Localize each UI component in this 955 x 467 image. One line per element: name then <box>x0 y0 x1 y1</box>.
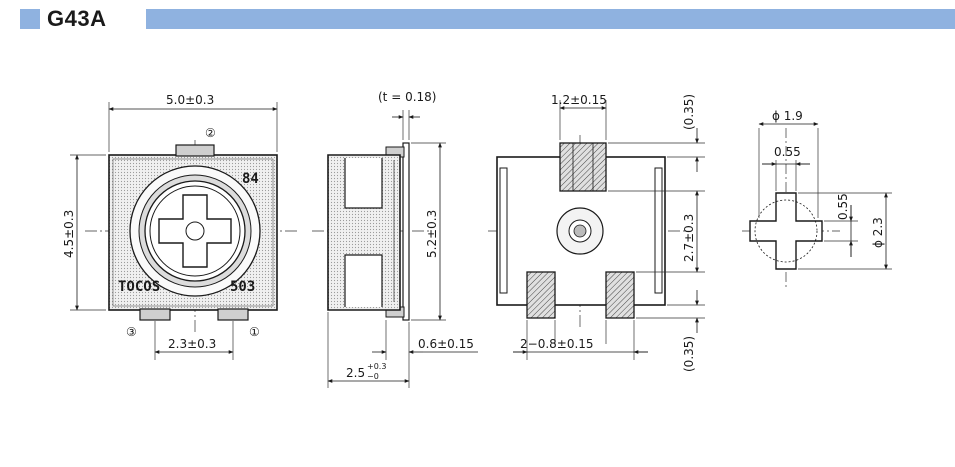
dim-front-width: 5.0±0.3 <box>166 93 214 107</box>
dim-pin-pitch: 2.3±0.3 <box>168 337 216 351</box>
dim-back-bottom-terminals: 2−0.8±0.15 <box>520 337 594 351</box>
side-view: (t = 0.18) 5.2±0.3 0.6±0.15 2.5 +0.3 −0 <box>312 90 478 388</box>
front-right-terminal <box>217 308 249 321</box>
dim-back-top-terminal: 1.2±0.15 <box>551 93 607 107</box>
marking-brand: TOCOS <box>118 279 160 295</box>
shaft-cross <box>749 192 823 270</box>
dim-shaft-slot-width: 0.55 <box>774 145 801 159</box>
dim-side-depth-tol-minus: −0 <box>367 372 379 381</box>
dim-side-depth-tol-plus: +0.3 <box>367 362 386 371</box>
dim-back-top-gap: (0.35) <box>682 94 696 130</box>
back-top-terminal <box>559 142 607 192</box>
dim-side-depth: 2.5 <box>346 366 365 380</box>
back-left-terminal <box>526 271 556 319</box>
dim-side-thickness: (t = 0.18) <box>378 90 436 104</box>
header-square <box>20 9 40 29</box>
back-view: 1.2±0.15 (0.35) 2.7±0.3 (0.35) 2−0.8±0.1… <box>488 93 705 372</box>
front-top-terminal <box>175 144 215 157</box>
front-view: 84 TOCOS 503 ② ③ ① 5.0±0.3 4.5±0.3 2.3±0… <box>62 93 300 360</box>
side-lead-plate <box>402 142 410 321</box>
dim-back-center: 2.7±0.3 <box>682 214 696 262</box>
back-right-terminal <box>605 271 635 319</box>
dim-side-height: 5.2±0.3 <box>425 210 439 258</box>
dim-shaft-outer: ϕ 1.9 <box>772 109 803 123</box>
pin-label-right: ① <box>249 325 260 339</box>
dim-back-bottom-gap: (0.35) <box>682 336 696 372</box>
marking-value: 503 <box>230 279 255 295</box>
pin-label-top: ② <box>205 126 216 140</box>
header-bar <box>146 9 955 29</box>
shaft-view: ϕ 1.9 0.55 0.55 ϕ 2.3 <box>742 109 892 290</box>
pin-label-left: ③ <box>126 325 137 339</box>
dim-front-height: 4.5±0.3 <box>62 210 76 258</box>
marking-code: 84 <box>242 171 259 187</box>
page-title: G43A <box>47 6 107 31</box>
front-left-terminal <box>139 308 171 321</box>
section-header: G43A <box>20 6 955 31</box>
rotor-cross-slot <box>158 194 232 268</box>
dim-shaft-diameter: ϕ 2.3 <box>871 217 885 248</box>
dim-shaft-slot-height: 0.55 <box>836 193 850 220</box>
dim-side-lead: 0.6±0.15 <box>418 337 474 351</box>
